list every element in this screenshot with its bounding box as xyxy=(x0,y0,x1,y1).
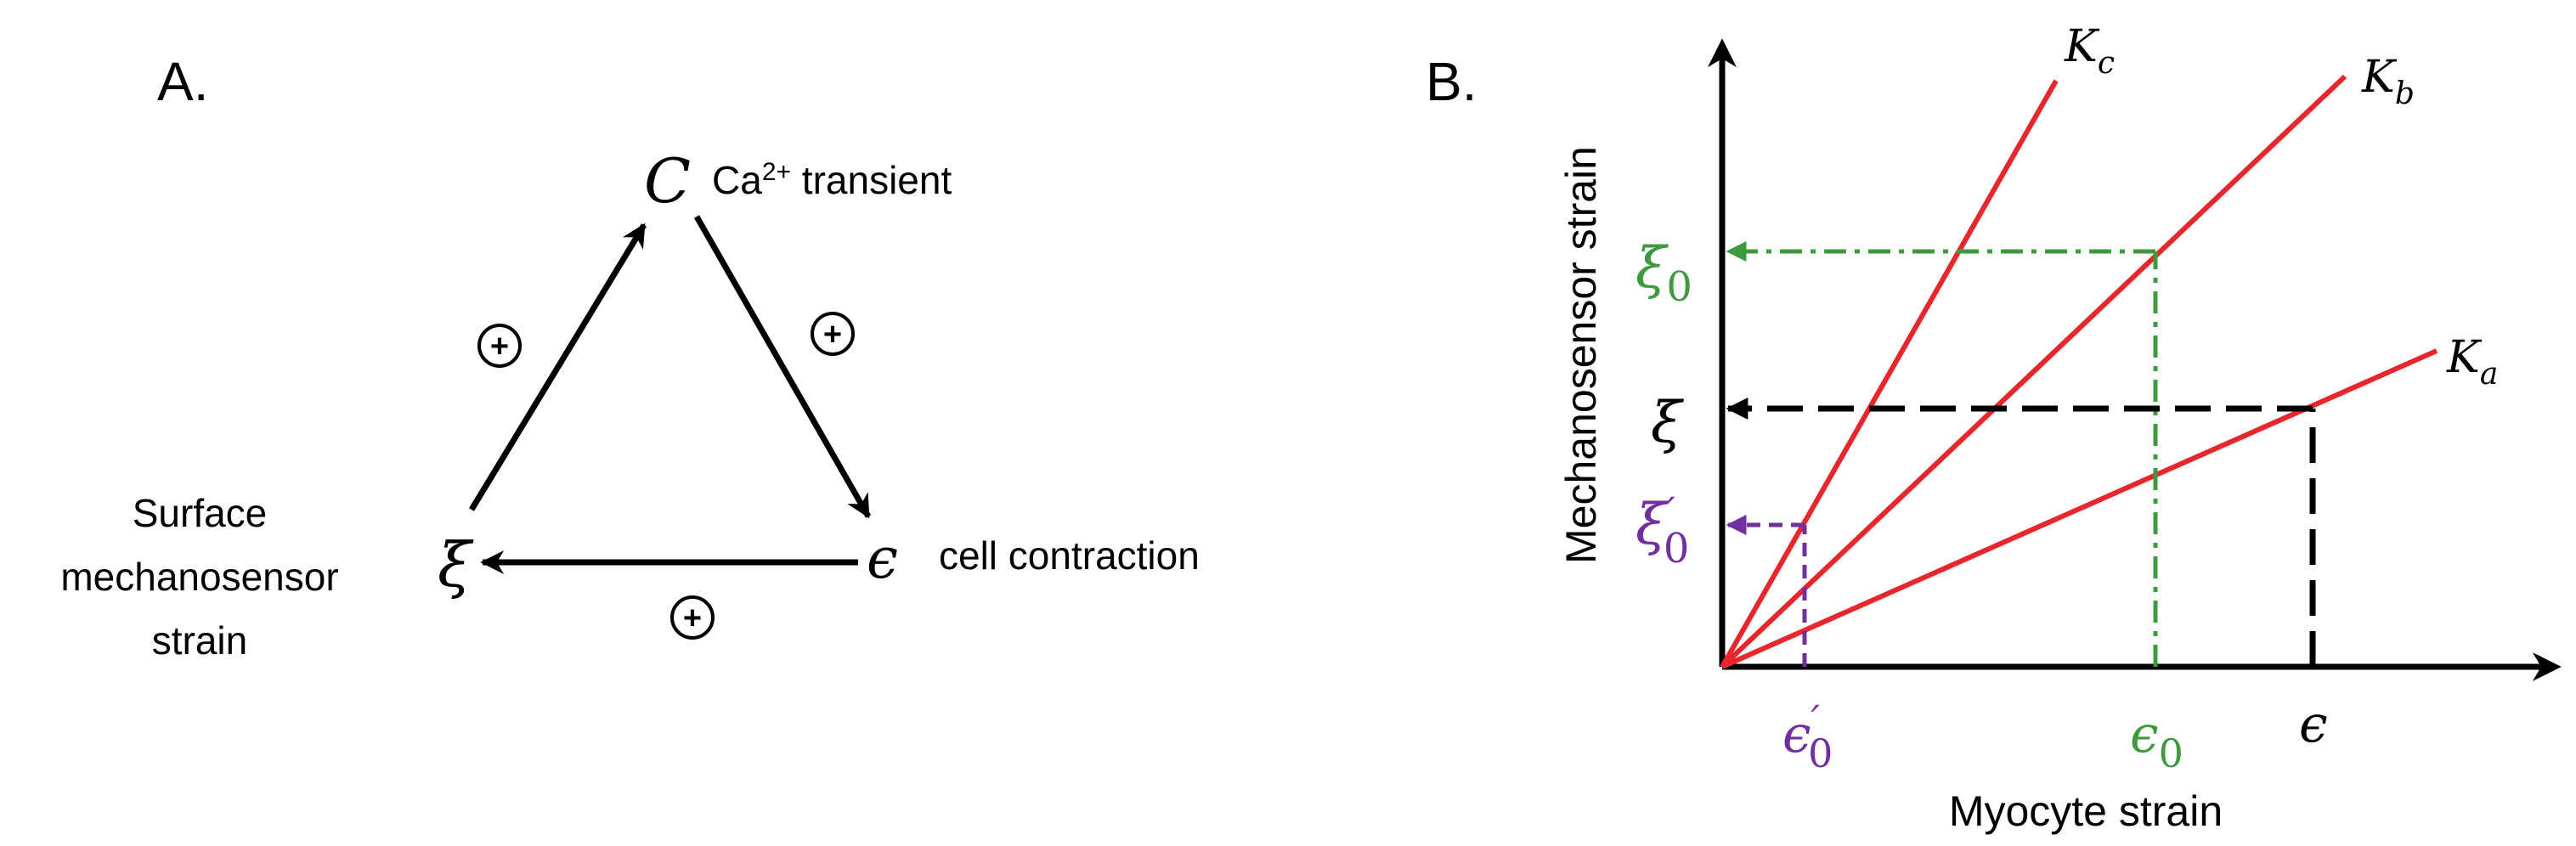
y-tick-xi0-prime: ξ′0 xyxy=(1635,488,1689,572)
x-axis-label: Myocyte strain xyxy=(1949,787,2223,835)
svg-text:+: + xyxy=(490,329,509,364)
y-tick-xi: ξ xyxy=(1651,390,1685,455)
panel-a-label: A. xyxy=(157,51,208,112)
y-tick-xi0: ξ0 xyxy=(1635,235,1692,311)
arrow-c-to-eps xyxy=(693,215,872,519)
y-axis-label: Mechanosensor strain xyxy=(1557,146,1605,564)
calcium-transient-label: Ca2+ transient xyxy=(712,158,952,203)
cell-contraction-label: cell contraction xyxy=(939,533,1200,578)
label-ka: Ka xyxy=(2446,332,2498,392)
svg-text:+: + xyxy=(823,317,842,352)
line-ka xyxy=(1720,348,2438,669)
strain-label: strain xyxy=(152,618,247,663)
plus-sign-bottom: + xyxy=(670,595,715,640)
calcium-symbol: C xyxy=(644,145,691,217)
x-tick-eps0: ϵ0 xyxy=(2130,705,2183,776)
x-tick-eps0-prime: ϵ′0 xyxy=(1782,697,1833,776)
plus-sign-left: + xyxy=(477,324,522,368)
line-kc xyxy=(1720,79,2059,668)
svg-text:+: + xyxy=(683,601,702,636)
contraction-symbol: ϵ xyxy=(867,526,898,591)
x-tick-eps: ϵ xyxy=(2299,695,2328,754)
label-kb: Kb xyxy=(2361,52,2415,111)
arrow-xi-to-c xyxy=(469,223,647,511)
mechanosensor-symbol: ξ xyxy=(438,529,474,601)
plus-sign-right: + xyxy=(811,312,855,356)
mechanosensor-label: mechanosensor xyxy=(60,555,338,599)
panel-a: A. C Ca2+ transient ϵ cell contraction ξ… xyxy=(60,51,1199,663)
panel-b-label: B. xyxy=(1426,51,1477,112)
line-kb xyxy=(1720,74,2347,669)
surface-label: Surface xyxy=(133,491,268,535)
panel-b: B. Myocyte strain Mechanosensor strain K… xyxy=(1426,21,2562,835)
label-kc: Kc xyxy=(2064,21,2115,81)
